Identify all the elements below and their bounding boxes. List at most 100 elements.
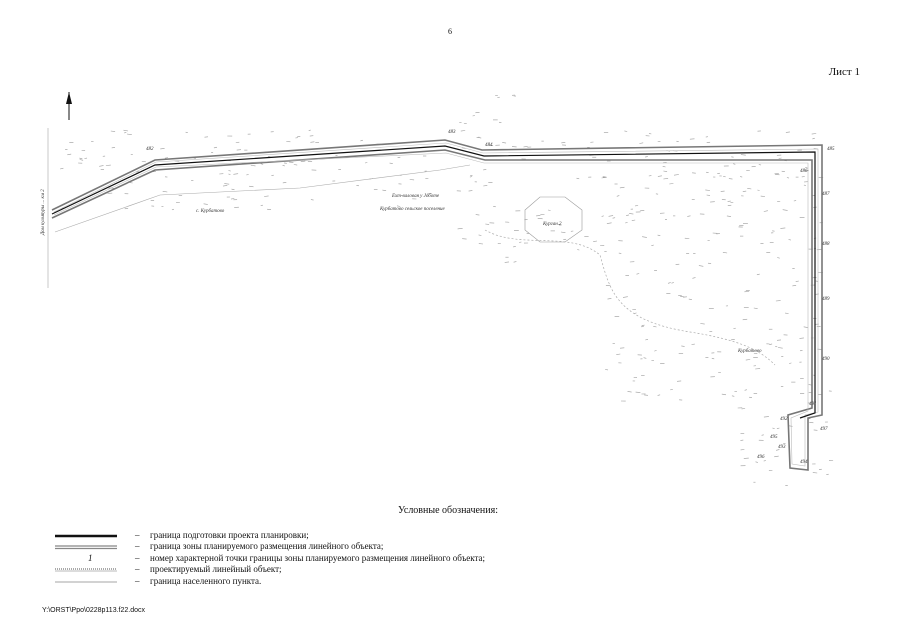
survey-mark: [778, 157, 782, 159]
survey-mark: [648, 133, 652, 135]
legend-text: граница подготовки проекта планировки;: [150, 530, 309, 540]
survey-mark: [607, 298, 612, 300]
survey-mark: [698, 265, 704, 267]
survey-mark: [651, 244, 654, 246]
survey-mark: [162, 191, 168, 193]
survey-mark: [616, 353, 621, 355]
survey-mark: [504, 261, 510, 263]
survey-mark: [688, 298, 692, 300]
point-number-label: 491: [809, 402, 817, 407]
survey-mark: [67, 153, 72, 156]
survey-mark: [639, 210, 645, 212]
survey-mark: [711, 357, 715, 360]
survey-mark: [472, 115, 475, 117]
survey-mark: [789, 362, 792, 364]
survey-mark: [124, 132, 127, 134]
survey-mark: [669, 183, 674, 185]
roadside-label: Дом культуры ... км 2: [41, 189, 46, 236]
point-number-label: 493: [778, 445, 786, 450]
survey-mark: [667, 282, 671, 284]
survey-mark: [79, 157, 83, 160]
survey-mark: [721, 393, 727, 396]
legend-text: граница зоны планируемого размещения лин…: [150, 541, 384, 552]
survey-mark: [643, 357, 647, 359]
survey-mark: [308, 129, 311, 131]
survey-mark: [475, 112, 480, 114]
thick-black-line-icon: [55, 534, 117, 538]
tract-label-1: Ехт-валовая у Jоботe: [391, 194, 440, 199]
kurgan-label: Курган 2: [542, 222, 562, 227]
survey-mark: [111, 147, 116, 149]
survey-mark: [135, 171, 140, 173]
survey-mark: [460, 130, 466, 132]
survey-mark: [763, 210, 768, 212]
north-arrow-icon: [66, 92, 72, 120]
survey-mark: [601, 215, 604, 217]
survey-mark: [498, 121, 502, 123]
point-number-label: 483: [448, 130, 456, 135]
file-path: Y:\ORST\Ppo\0228p113.f22.docx: [42, 607, 145, 614]
page-number: 6: [448, 27, 452, 36]
survey-mark: [700, 323, 705, 325]
survey-mark: [756, 273, 760, 276]
survey-mark: [605, 284, 611, 286]
survey-mark: [753, 307, 758, 309]
point-number-label: 482: [146, 147, 154, 152]
survey-mark: [282, 165, 285, 167]
legend-dash: –: [135, 564, 140, 575]
survey-mark: [755, 461, 758, 463]
survey-mark: [777, 257, 780, 259]
survey-mark: [523, 146, 528, 148]
survey-mark: [203, 203, 208, 205]
survey-mark: [639, 142, 644, 144]
survey-mark: [815, 280, 818, 282]
kurgan-outline: [524, 196, 583, 243]
legend-text: номер характерной точки границы зоны пла…: [150, 552, 486, 563]
survey-mark: [772, 427, 775, 429]
survey-mark: [786, 177, 790, 179]
survey-mark: [645, 339, 649, 341]
zone-boundary-outer: [51, 139, 823, 471]
survey-mark: [213, 146, 218, 149]
survey-mark: [740, 176, 743, 178]
survey-mark: [726, 215, 732, 217]
thin-gray-line-icon: [55, 581, 117, 582]
point-number-label: 488: [822, 242, 830, 247]
survey-mark: [537, 218, 543, 220]
survey-mark: [751, 166, 756, 168]
survey-mark: [576, 177, 580, 180]
survey-mark: [360, 139, 363, 142]
survey-mark: [396, 205, 401, 207]
survey-mark: [662, 166, 666, 168]
survey-mark: [680, 296, 685, 298]
survey-mark: [260, 163, 264, 165]
survey-mark: [657, 175, 662, 177]
survey-mark: [60, 167, 64, 170]
survey-mark: [728, 178, 733, 180]
survey-mark: [536, 215, 541, 217]
survey-mark: [382, 189, 387, 191]
survey-mark: [776, 427, 780, 429]
survey-mark: [624, 130, 628, 132]
survey-mark: [657, 394, 661, 396]
survey-mark: [744, 389, 747, 391]
survey-mark: [478, 234, 482, 236]
sheet-label: Лист 1: [828, 66, 860, 78]
survey-mark: [627, 391, 632, 393]
survey-mark: [468, 190, 473, 192]
survey-mark: [171, 208, 174, 211]
point-number-label: 484: [485, 143, 493, 148]
survey-mark: [687, 215, 691, 217]
point-number-label: 492: [780, 417, 788, 422]
legend-dash: –: [135, 575, 140, 586]
point-number-label: 496: [757, 455, 765, 460]
survey-mark: [705, 189, 711, 191]
survey-mark: [733, 163, 736, 165]
survey-mark: [513, 261, 517, 263]
survey-mark: [626, 214, 630, 216]
survey-mark: [673, 174, 679, 176]
survey-mark: [577, 249, 580, 251]
point-number-symbol: 1: [88, 552, 93, 563]
legend-dash: –: [135, 552, 140, 563]
survey-mark: [612, 217, 616, 219]
